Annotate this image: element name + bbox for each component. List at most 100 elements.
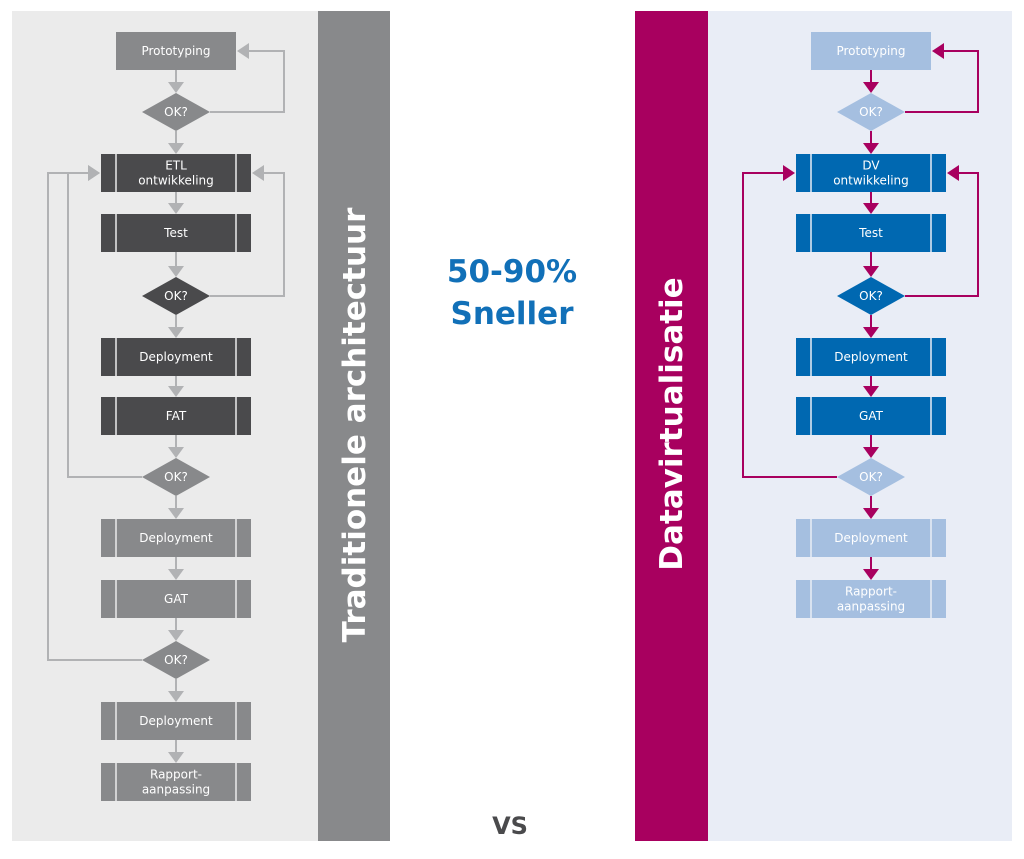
arrow-down-icon xyxy=(168,752,184,763)
step-label-line: OK? xyxy=(164,470,188,484)
flow-step-box: GAT xyxy=(101,580,251,618)
step-label: Deployment xyxy=(834,531,908,545)
arrow-down-icon xyxy=(863,508,879,519)
arrow-down-icon xyxy=(863,82,879,93)
flow-step-box: Deployment xyxy=(796,519,946,557)
flow-step-box: FAT xyxy=(101,397,251,435)
step-label-line: Deployment xyxy=(139,350,213,364)
decision-diamond xyxy=(837,458,905,496)
arrow-left-icon xyxy=(237,43,249,59)
vs-label: VS xyxy=(492,812,528,840)
arrow-down-icon xyxy=(168,143,184,154)
flow-step-box: Test xyxy=(101,214,251,252)
flow-step-box: Prototyping xyxy=(116,32,236,70)
process-box xyxy=(101,702,251,740)
process-box xyxy=(796,580,946,618)
arrow-down-icon xyxy=(168,447,184,458)
step-label-line: OK? xyxy=(164,105,188,119)
step-label: OK? xyxy=(164,289,188,303)
arrow-left-icon xyxy=(947,165,959,181)
flow-step-decision: OK? xyxy=(837,277,905,315)
flow-step-box: Rapport-aanpassing xyxy=(101,763,251,801)
arrow-down-icon xyxy=(863,203,879,214)
flow-step-decision: OK? xyxy=(837,458,905,496)
step-label: FAT xyxy=(166,409,187,423)
step-label-line: Test xyxy=(858,226,883,240)
feedback-loop-line xyxy=(742,172,837,478)
flow-step-box: Prototyping xyxy=(811,32,931,70)
step-label-line: Deployment xyxy=(139,531,213,545)
process-box xyxy=(101,519,251,557)
step-label-line: GAT xyxy=(164,592,189,606)
arrow-right-icon xyxy=(88,165,100,181)
process-box xyxy=(101,580,251,618)
step-label-line: ETL xyxy=(165,159,187,173)
arrow-down-icon xyxy=(863,569,879,580)
arrow-down-icon xyxy=(168,691,184,702)
process-box xyxy=(796,214,946,252)
step-label: Test xyxy=(858,226,883,240)
speed-headline: 50-90% xyxy=(446,254,578,290)
step-label-line: Rapport- xyxy=(150,768,202,782)
step-box xyxy=(116,32,236,70)
feedback-loop-line xyxy=(47,172,142,661)
decision-diamond xyxy=(142,277,210,315)
step-label-line: Test xyxy=(163,226,188,240)
step-label: Prototyping xyxy=(836,44,905,58)
step-label: Deployment xyxy=(139,531,213,545)
process-box xyxy=(101,397,251,435)
flow-step-box: Deployment xyxy=(101,702,251,740)
flow-step-decision: OK? xyxy=(142,277,210,315)
dv-title-bar xyxy=(635,11,708,841)
step-label-line: aanpassing xyxy=(837,600,905,614)
step-label-line: aanpassing xyxy=(142,783,210,797)
step-label: OK? xyxy=(859,105,883,119)
arrow-down-icon xyxy=(863,266,879,277)
decision-diamond xyxy=(837,277,905,315)
step-label: Rapport-aanpassing xyxy=(837,585,905,614)
flow-step-decision: OK? xyxy=(142,93,210,131)
arrow-down-icon xyxy=(168,508,184,519)
step-label: GAT xyxy=(164,592,189,606)
step-label: Rapport-aanpassing xyxy=(142,768,210,797)
flow-step-box: Deployment xyxy=(101,519,251,557)
process-box xyxy=(796,519,946,557)
arrow-right-icon xyxy=(783,165,795,181)
step-label-line: Rapport- xyxy=(845,585,897,599)
flow-step-box: Deployment xyxy=(796,338,946,376)
step-label-line: Deployment xyxy=(834,531,908,545)
flow-step-box: GAT xyxy=(796,397,946,435)
speed-subheadline: Sneller xyxy=(450,296,574,332)
feedback-loop-line xyxy=(905,172,979,297)
feedback-loop-line xyxy=(210,172,285,297)
arrow-left-icon xyxy=(252,165,264,181)
step-label-line: DV xyxy=(862,159,880,173)
arrow-down-icon xyxy=(168,327,184,338)
step-label: OK? xyxy=(164,470,188,484)
flow-step-box: Rapport-aanpassing xyxy=(796,580,946,618)
process-box xyxy=(101,338,251,376)
dv-title: Datavirtualisatie xyxy=(654,277,690,570)
arrow-down-icon xyxy=(168,386,184,397)
step-label: Deployment xyxy=(834,350,908,364)
feedback-loop-line xyxy=(905,50,979,113)
step-label-line: OK? xyxy=(164,653,188,667)
step-label-line: ontwikkeling xyxy=(138,174,214,188)
step-label-line: Deployment xyxy=(834,350,908,364)
arrow-down-icon xyxy=(863,447,879,458)
step-label-line: Deployment xyxy=(139,714,213,728)
process-box xyxy=(796,397,946,435)
arrow-left-icon xyxy=(932,43,944,59)
step-label-line: OK? xyxy=(164,289,188,303)
process-box xyxy=(796,338,946,376)
flow-step-decision: OK? xyxy=(142,458,210,496)
step-label: OK? xyxy=(859,289,883,303)
arrow-down-icon xyxy=(863,386,879,397)
decision-diamond xyxy=(142,641,210,679)
step-box xyxy=(811,32,931,70)
